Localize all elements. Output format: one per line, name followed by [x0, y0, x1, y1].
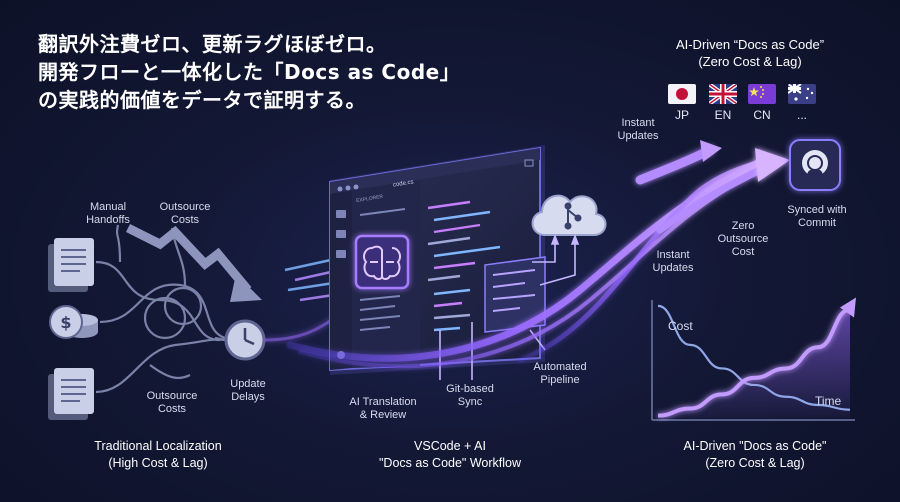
sync-connector-lines [439, 233, 580, 380]
caption-vscode-ai: VSCode + AI"Docs as Code" Workflow [378, 439, 522, 470]
cost-time-chart: Cost Time [651, 297, 856, 421]
tangled-process-lines [95, 224, 226, 394]
cloud-git-icon [531, 194, 607, 236]
flag-en-icon [709, 84, 737, 104]
lang-label-en: EN [714, 108, 732, 122]
declining-zigzag-arrow [125, 223, 262, 302]
chart-series-growth-line [657, 307, 851, 418]
flag-jp-icon [668, 84, 696, 104]
label-ai-translation: AI Translation& Review [349, 396, 417, 421]
top-right-title: AI-Driven “Docs as Code”(Zero Cost & Lag… [675, 37, 825, 69]
document-icon [48, 368, 94, 420]
headline-line-2: 開発フローと一体化した「Docs as Code」 [38, 60, 461, 84]
lang-label-cn: CN [753, 108, 771, 122]
flag-more-icon [788, 84, 816, 104]
chart-area-fill [658, 309, 850, 418]
coins-icon: $ [49, 305, 98, 339]
chart-series-cost-line [657, 304, 851, 411]
chart-xlabel: Time [815, 394, 842, 408]
lang-label-more: ... [796, 108, 807, 122]
caption-ai-driven: AI-Driven "Docs as Code"(Zero Cost & Lag… [683, 439, 827, 470]
github-icon [789, 139, 841, 191]
chart-ylabel: Cost [668, 319, 693, 333]
headline-line-3: の実践的価値をデータで証明する。 [38, 88, 366, 112]
flow-arrowhead-main [755, 148, 790, 182]
ai-brain-chip-icon [354, 234, 410, 290]
flow-arrowhead-top [700, 140, 722, 162]
headline: 翻訳外注費ゼロ、更新ラグほぼゼロ。 開発フローと一体化した「Docs as Co… [38, 30, 478, 114]
chart-arrowhead [840, 297, 856, 318]
headline-line-1: 翻訳外注費ゼロ、更新ラグほぼゼロ。 [38, 32, 387, 56]
document-stack-icon [48, 238, 94, 292]
clock-icon [224, 319, 266, 361]
flag-cn-icon [748, 84, 776, 104]
svg-text:$: $ [60, 313, 71, 332]
purple-flow-streams [286, 145, 764, 369]
lang-label-jp: JP [674, 108, 689, 122]
code-editor-window [329, 145, 546, 375]
caption-traditional: Traditional Localization(High Cost & Lag… [94, 439, 222, 470]
